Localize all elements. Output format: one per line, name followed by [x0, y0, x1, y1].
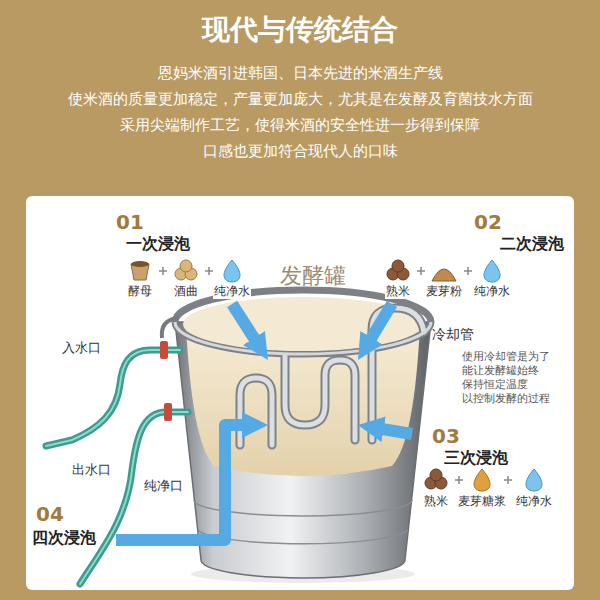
flow-arrow: [374, 428, 412, 434]
water-drop-icon: [526, 469, 542, 491]
step-number: 03: [432, 424, 460, 449]
step-title: 一次浸泡: [126, 234, 190, 254]
intro-text: 采用尖端制作工艺，使得米酒的安全性进一步得到保障: [0, 116, 600, 135]
cooked-rice-icon: [425, 469, 447, 489]
part-label: 纯净口: [144, 478, 183, 494]
page-title: 现代与传统结合: [0, 12, 600, 47]
stage-group: 01一次浸泡酵母 酒曲纯净水: [108, 210, 254, 304]
valve: [164, 403, 172, 421]
flow-arrow: [232, 304, 259, 346]
ingredient-label: 麦芽粉: [425, 284, 463, 299]
step-title: 二次浸泡: [500, 234, 564, 254]
ingredient-label: 纯净水: [213, 284, 251, 299]
part-label: 入水口: [62, 340, 101, 356]
malt-syrup-icon: [474, 469, 490, 491]
plus-sign: [159, 267, 512, 484]
ingredient-label: 酒曲: [173, 284, 199, 299]
intro-text: 恩妈米酒引进韩国、日本先进的米酒生产线: [0, 64, 600, 83]
note-text: 以控制发酵的过程: [462, 392, 550, 406]
flow-arrow: [366, 304, 392, 346]
intro-text: 使米酒的质量更加稳定，产量更加庞大，尤其是在发酵及育菌技水方面: [0, 90, 600, 109]
step-number: 04: [36, 502, 64, 527]
step-title: 四次浸泡: [32, 528, 96, 548]
note-text: 保持恒定温度: [462, 378, 528, 392]
step-number: 02: [474, 210, 502, 235]
note-text: 能让发酵罐始终: [462, 364, 539, 378]
valve: [160, 341, 168, 359]
tank-rim: [175, 290, 431, 354]
ingredient-label: 纯净水: [515, 494, 553, 509]
part-label: 出水口: [72, 462, 111, 478]
water-drop-icon: [224, 260, 240, 282]
intro-text: 口感也更加符合现代人的口味: [0, 142, 600, 161]
step-title: 三次浸泡: [444, 448, 508, 468]
inlet-hose: [46, 350, 180, 446]
ingredient-label: 纯净水: [473, 284, 511, 299]
tank-node: 发酵罐: [268, 262, 358, 442]
tank-handle: [162, 318, 178, 338]
outlet-hose: [80, 412, 188, 584]
malt-powder-icon: [432, 269, 456, 281]
step-number: 01: [116, 210, 144, 235]
tank-rim-front: [175, 322, 431, 354]
note-text: 使用冷却管是为了: [462, 350, 550, 364]
rice-wine-surface: [183, 297, 423, 351]
stage-group: 03三次浸泡熟米麦芽糖浆纯净水: [412, 424, 570, 520]
ingredient-label: 熟米: [423, 494, 449, 509]
yeast-icon: [131, 261, 149, 280]
tank-label: 发酵罐: [280, 262, 346, 290]
stage-group: 02二次浸泡熟米麦芽粉纯净水: [376, 210, 570, 304]
ingredient-label: 麦芽糖浆: [457, 494, 507, 509]
flow-arrow: [116, 425, 252, 540]
cooked-rice-icon: [387, 260, 409, 280]
cooling-coil: [240, 308, 424, 445]
ingredient-label: 酵母: [127, 284, 153, 299]
koji-icon: [175, 260, 197, 280]
water-drop-icon: [484, 260, 500, 282]
stage-group: 04四次浸泡: [30, 502, 116, 554]
part-label: 冷却管: [432, 326, 474, 344]
ingredient-label: 熟米: [385, 284, 411, 299]
